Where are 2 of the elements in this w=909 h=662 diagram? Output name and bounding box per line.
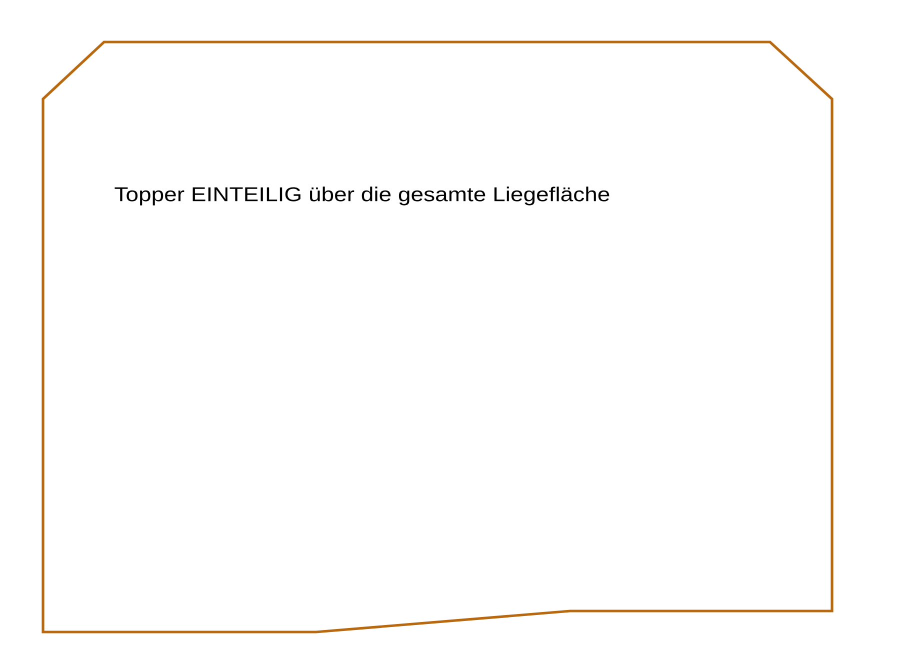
node-text: Topper EINTEILIG über die gesamte Liegefläche: [114, 186, 610, 206]
outline-shape: [42, 40, 834, 634]
